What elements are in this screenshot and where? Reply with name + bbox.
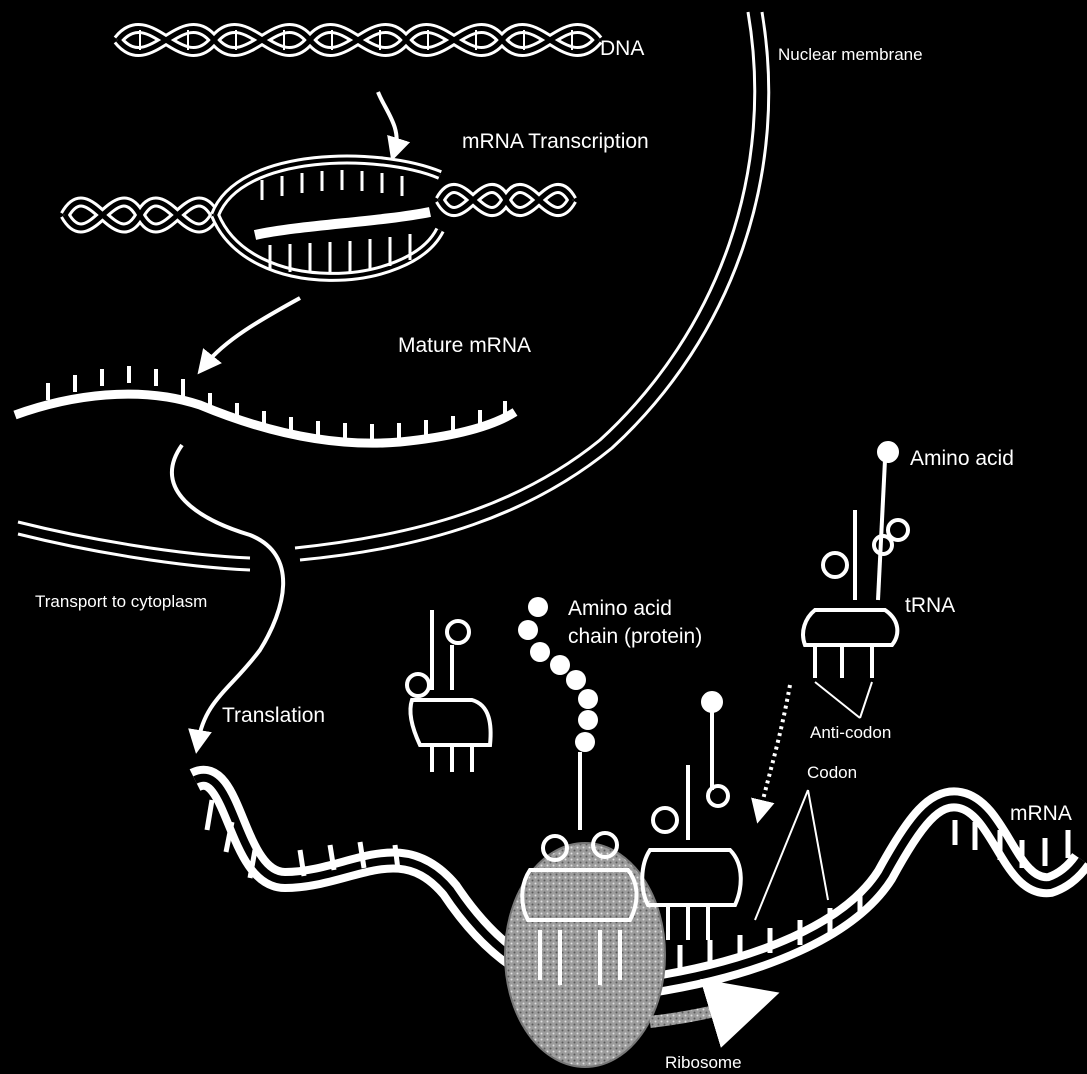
label-trna: tRNA bbox=[905, 594, 955, 617]
label-translation: Translation bbox=[222, 704, 325, 727]
transcription-helix bbox=[65, 160, 572, 277]
ribosome-exit-arrow bbox=[650, 1003, 745, 1022]
mature-mrna-strand bbox=[15, 366, 515, 443]
arrow-dna-to-transcription bbox=[378, 92, 397, 150]
label-dna: DNA bbox=[600, 37, 644, 60]
arrow-to-mature-mrna bbox=[205, 298, 300, 365]
label-transport: Transport to cytoplasm bbox=[35, 592, 207, 611]
label-anti-codon: Anti-codon bbox=[810, 723, 891, 742]
trna-free-left bbox=[407, 610, 491, 772]
label-ribosome: Ribosome bbox=[665, 1053, 742, 1072]
nuclear-membrane bbox=[18, 12, 769, 570]
trna-incoming-dashed-arrow bbox=[760, 685, 790, 812]
label-mature-mrna: Mature mRNA bbox=[398, 334, 531, 357]
label-mrna: mRNA bbox=[1010, 802, 1072, 825]
label-amino-acid-chain-1: Amino acid bbox=[568, 597, 672, 620]
trna-incoming bbox=[803, 443, 908, 678]
label-mrna-transcription: mRNA Transcription bbox=[462, 130, 649, 153]
dna-helix bbox=[118, 28, 598, 51]
label-nuclear-membrane: Nuclear membrane bbox=[778, 45, 923, 64]
label-amino-acid: Amino acid bbox=[910, 447, 1014, 470]
codon-pointer bbox=[755, 790, 828, 920]
anti-codon-pointer bbox=[815, 682, 872, 718]
label-codon: Codon bbox=[807, 763, 857, 782]
label-amino-acid-chain-2: chain (protein) bbox=[568, 625, 702, 648]
trna-center bbox=[642, 693, 741, 940]
amino-acid-chain bbox=[518, 597, 598, 752]
